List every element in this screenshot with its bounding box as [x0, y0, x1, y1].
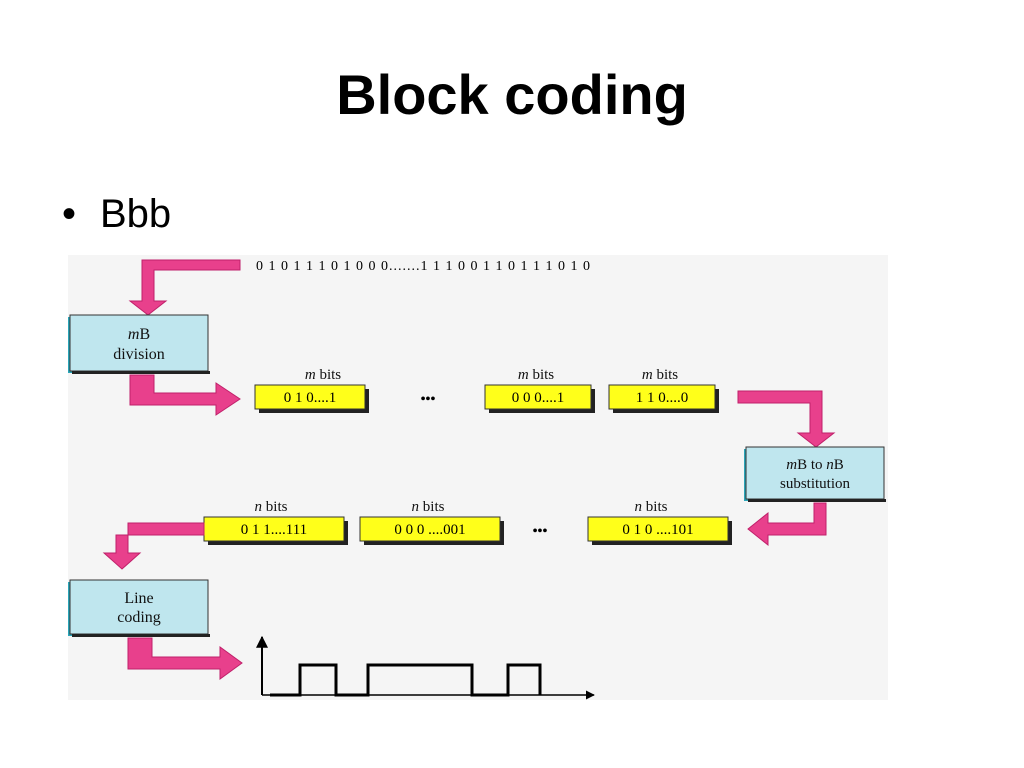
m-block-1-value: 0 1 0....1 [284, 390, 337, 406]
n-block-1: 0 1 1....111 [203, 516, 348, 545]
m-block-2: 0 0 0....1 [484, 384, 595, 413]
bullet-text: Bbb [100, 192, 172, 236]
substitution-label-line2: substitution [780, 476, 851, 492]
line-coding-label-line1: Line [124, 590, 153, 607]
arrow-substitution-to-nblocks [747, 502, 827, 547]
n-block-1-label: n bits [255, 499, 288, 515]
mb-division-box: mB division [68, 314, 210, 374]
slide-title: Block coding [336, 63, 688, 126]
block-coding-diagram: 0 1 0 1 1 1 0 1 0 0 0.......1 1 1 0 0 1 … [68, 255, 888, 700]
arrow-nblocks-to-linecoding [102, 522, 205, 570]
bullet-dot-icon: • [62, 192, 77, 236]
n-block-ellipsis: ••• [533, 524, 548, 539]
substitution-label-line1: mB to nB [786, 457, 844, 473]
line-coding-box: Line coding [68, 579, 210, 637]
input-bit-stream: 0 1 0 1 1 1 0 1 0 0 0.......1 1 1 0 0 1 … [256, 259, 591, 274]
arrow-linecoding-to-signal [127, 637, 243, 680]
m-block-ellipsis: ••• [421, 392, 436, 407]
substitution-box: mB to nB substitution [744, 446, 886, 502]
m-block-2-label: m bits [518, 367, 554, 383]
m-block-2-value: 0 0 0....1 [512, 390, 565, 406]
diagram-canvas: 0 1 0 1 1 1 0 1 0 0 0.......1 1 1 0 0 1 … [68, 259, 886, 700]
m-block-1: 0 1 0....1 [254, 384, 369, 413]
n-block-3-value: 0 1 0 ....101 [622, 522, 693, 538]
n-block-2-value: 0 0 0 ....001 [394, 522, 465, 538]
n-block-2-label: n bits [412, 499, 445, 515]
bullet-item: • Bbb [62, 192, 171, 237]
n-block-2: 0 0 0 ....001 [359, 516, 504, 545]
n-block-1-value: 0 1 1....111 [241, 522, 307, 538]
mb-division-label-line2: division [113, 346, 165, 363]
n-block-3-label: n bits [635, 499, 668, 515]
mb-division-label-line1: mB [128, 326, 150, 343]
m-block-3-label: m bits [642, 367, 678, 383]
m-block-3: 1 1 0....0 [608, 384, 719, 413]
arrow-mblocks-to-substitution [737, 390, 836, 448]
n-block-3: 0 1 0 ....101 [587, 516, 732, 545]
arrow-division-to-mblocks [129, 374, 241, 416]
m-block-3-value: 1 1 0....0 [636, 390, 689, 406]
line-coding-label-line2: coding [117, 609, 161, 626]
arrow-input-to-division [128, 259, 241, 316]
m-block-1-label: m bits [305, 367, 341, 383]
line-coded-waveform [270, 663, 542, 697]
